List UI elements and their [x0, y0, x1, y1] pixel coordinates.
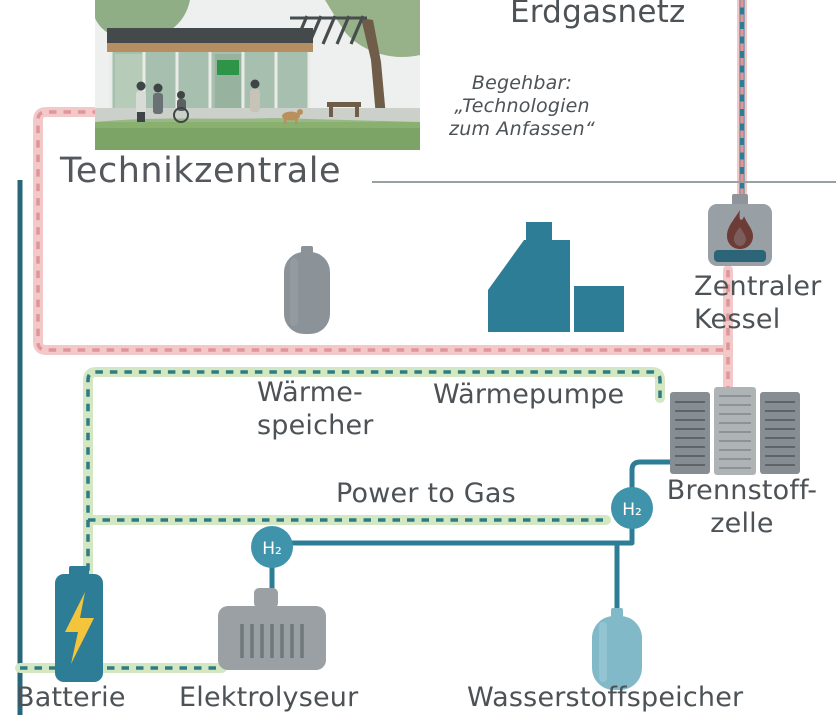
elektrolyseur-label: Elektrolyseur: [179, 682, 359, 713]
h2-badge-label: H₂: [262, 539, 282, 559]
h2-badge-electrolyseur: H₂: [251, 526, 293, 568]
site-photo-illustration: [95, 0, 420, 150]
page-title: Technikzentrale: [60, 151, 341, 191]
h2-badge-label: H₂: [622, 500, 642, 520]
brennstoffzelle-icon: [670, 387, 800, 475]
waermespeicher-label: Wärme- speicher: [257, 377, 374, 442]
batterie-label: Batterie: [16, 682, 126, 713]
kessel-icon: [708, 194, 772, 266]
flame-icon: [727, 210, 753, 249]
waermepumpe-icon: [488, 222, 624, 332]
batterie-icon: [55, 566, 103, 682]
wasserstoffspeicher-icon: [592, 608, 642, 690]
brennstoffzelle-label: Brennstoff- zelle: [666, 475, 818, 540]
site-photo: [95, 0, 420, 150]
photo-caption: Begehbar: „Technologien zum Anfassen“: [449, 72, 595, 140]
heat-pipe-dashes: [36, 0, 744, 392]
elektrolyseur-icon: [218, 588, 326, 670]
waermepumpe-label: Wärmepumpe: [433, 379, 625, 410]
electric-pipe-dashes: [20, 370, 662, 670]
photo-people: [136, 79, 361, 124]
erdgasnetz-label: Erdgasnetz: [510, 0, 686, 30]
waermespeicher-icon: [284, 246, 330, 334]
power-to-gas-label: Power to Gas: [336, 478, 516, 509]
zentraler-kessel-label: Zentraler Kessel: [694, 271, 822, 336]
h2-badge-brennstoffzelle: H₂: [611, 487, 653, 529]
title-rule: [372, 181, 836, 183]
wasserstoffspeicher-label: Wasserstoffspeicher: [467, 682, 744, 713]
lightning-icon: [65, 592, 94, 664]
